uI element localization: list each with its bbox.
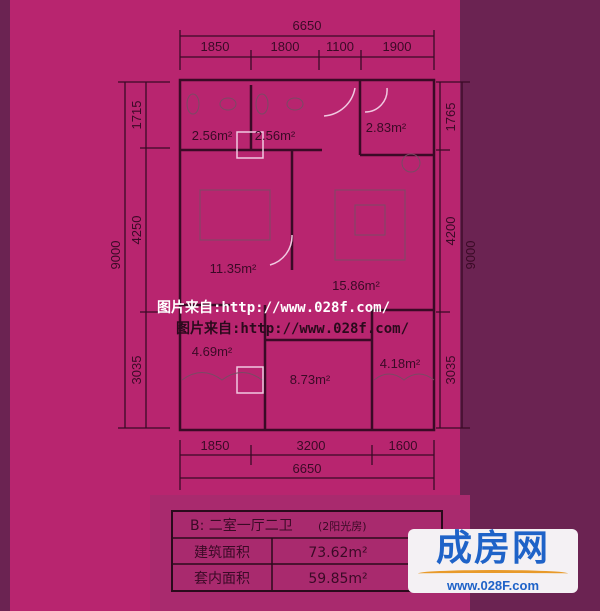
- dim-left-1: 1715: [129, 101, 144, 130]
- dim-bottom-3: 1600: [389, 438, 418, 453]
- table-row-value: 59.85m²: [308, 571, 367, 587]
- dim-top-total: 6650: [293, 18, 322, 33]
- dim-left-3: 3035: [129, 356, 144, 385]
- watermark-text-2: 图片来自:http://www.028f.com/: [176, 320, 409, 337]
- table-row-value: 73.62m²: [308, 545, 367, 561]
- table-title: B: 二室一厅二卫: [190, 517, 293, 534]
- logo-name: 成房网: [435, 528, 550, 569]
- furniture: [181, 93, 435, 381]
- table-row-label: 套内面积: [194, 571, 250, 587]
- walls: [178, 78, 436, 432]
- doors: [236, 87, 388, 394]
- room-area-sunroom-2: 4.18m²: [380, 356, 421, 371]
- table-row-label: 建筑面积: [194, 545, 250, 561]
- room-area-bedroom-2: 8.73m²: [290, 372, 331, 387]
- site-logo: 成房网 www.028F.com: [408, 529, 578, 593]
- logo-arc-icon: [418, 570, 568, 577]
- dim-right-total: 9000: [463, 241, 478, 270]
- room-area-living: 15.86m²: [332, 278, 380, 293]
- dim-top-2: 1800: [271, 39, 300, 54]
- dimension-lines: [118, 30, 470, 490]
- dim-top-3: 1100: [326, 39, 354, 54]
- dim-right-1: 1765: [443, 103, 458, 132]
- dim-right-3: 3035: [443, 356, 458, 385]
- room-area-sunroom-1: 4.69m²: [192, 344, 233, 359]
- dim-right-2: 4200: [443, 217, 458, 246]
- dim-top-4: 1900: [383, 39, 412, 54]
- watermark-text-1: 图片来自:http://www.028f.com/: [157, 299, 390, 316]
- room-area-bedroom-1: 11.35m²: [210, 261, 257, 276]
- room-area-kitchen: 2.83m²: [366, 120, 407, 135]
- dim-left-2: 4250: [129, 216, 144, 245]
- logo-url: www.028F.com: [447, 578, 539, 593]
- dim-bottom-total: 6650: [293, 461, 322, 476]
- table-title-note: (2阳光房): [318, 519, 367, 533]
- room-area-bath-1: 2.56m²: [192, 128, 233, 143]
- room-area-bath-2: 2.56m²: [255, 128, 296, 143]
- dim-left-total: 9000: [108, 241, 123, 270]
- dim-bottom-2: 3200: [297, 438, 326, 453]
- dim-bottom-1: 1850: [201, 438, 230, 453]
- dim-top-1: 1850: [201, 39, 230, 54]
